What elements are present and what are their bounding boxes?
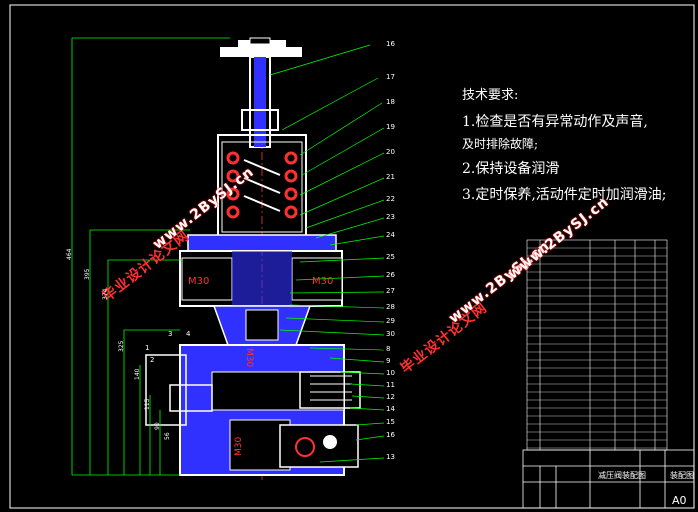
part-number-label: 23 xyxy=(386,213,395,221)
sheet-border xyxy=(9,4,695,509)
dimension-label: 56 xyxy=(164,432,171,440)
dimension-label: 325 xyxy=(118,340,125,352)
part-number-label: 28 xyxy=(386,303,395,311)
part-number-label: 29 xyxy=(386,317,395,325)
title-block-code: 装配图 xyxy=(670,471,694,480)
part-number-label: 25 xyxy=(386,253,395,261)
technical-requirements: 技术要求: 1.检查是否有异常动作及声音, 及时排除故障; 2.保持设备润滑 3… xyxy=(462,84,667,204)
part-number-label: 10 xyxy=(386,369,395,377)
part-number-label: 19 xyxy=(386,123,395,131)
part-number-label: 4 xyxy=(186,330,191,338)
thread-label-bottom: M30 xyxy=(234,436,244,456)
part-number-label: 12 xyxy=(386,393,395,401)
tech-req-item-1b: 及时排除故障; xyxy=(462,137,539,151)
part-number-label: 13 xyxy=(386,453,395,461)
spring-coils xyxy=(226,151,298,219)
valve-seat-section xyxy=(212,305,312,346)
part-number-label: 11 xyxy=(386,381,395,389)
title-block-sheet: A0 xyxy=(672,494,687,507)
dimension-label: 464 xyxy=(66,248,73,260)
part-number-label: 22 xyxy=(386,195,395,203)
part-number-label: 21 xyxy=(386,173,395,181)
part-number-label: 3 xyxy=(168,330,173,338)
part-number-label: 17 xyxy=(386,73,395,81)
dimension-label: 395 xyxy=(84,268,91,280)
tech-req-item-3: 3.定时保养,活动件定时加润滑油; xyxy=(462,187,667,203)
part-number-label: 26 xyxy=(386,271,395,279)
lower-body xyxy=(145,344,361,476)
tech-req-title: 技术要求: xyxy=(462,88,519,103)
part-number-label: 14 xyxy=(386,405,395,413)
parts-list-table xyxy=(526,239,668,451)
spring-center-coils xyxy=(243,159,281,212)
part-number-label: 27 xyxy=(386,287,395,295)
dimension-label: 140 xyxy=(134,368,141,380)
part-number-label: 16 xyxy=(386,431,395,439)
upper-body xyxy=(179,250,343,307)
dimension-label: 115 xyxy=(144,398,151,410)
part-number-label: 2 xyxy=(150,356,155,364)
part-number-label: 1 xyxy=(145,344,150,352)
part-number-label: 20 xyxy=(386,148,395,156)
part-number-label: 24 xyxy=(386,231,395,239)
tech-req-item-1: 1.检查是否有异常动作及声音, xyxy=(462,114,648,130)
body-flange xyxy=(187,234,337,252)
handle-wheel xyxy=(220,37,302,57)
part-number-label: 30 xyxy=(386,330,395,338)
dimension-lines xyxy=(71,37,230,476)
part-number-label: 16 xyxy=(386,40,395,48)
title-block xyxy=(522,449,695,509)
part-number-label: 18 xyxy=(386,98,395,106)
thread-label-center: M30 xyxy=(244,348,254,368)
thread-label-left: M30 xyxy=(188,276,210,287)
tech-req-item-2: 2.保持设备润滑 xyxy=(462,161,560,177)
part-number-label: 8 xyxy=(386,345,391,353)
leader-lines xyxy=(269,44,385,463)
part-number-label: 15 xyxy=(386,418,395,426)
dimension-label: 374 xyxy=(102,288,109,300)
parts-list-rows xyxy=(527,247,667,449)
title-block-name: 减压阀装配图 xyxy=(598,471,646,480)
thread-label-right: M30 xyxy=(312,276,334,287)
dimension-label: 90 xyxy=(154,422,161,430)
part-number-label: 9 xyxy=(386,357,391,365)
valve-stem xyxy=(241,56,279,148)
